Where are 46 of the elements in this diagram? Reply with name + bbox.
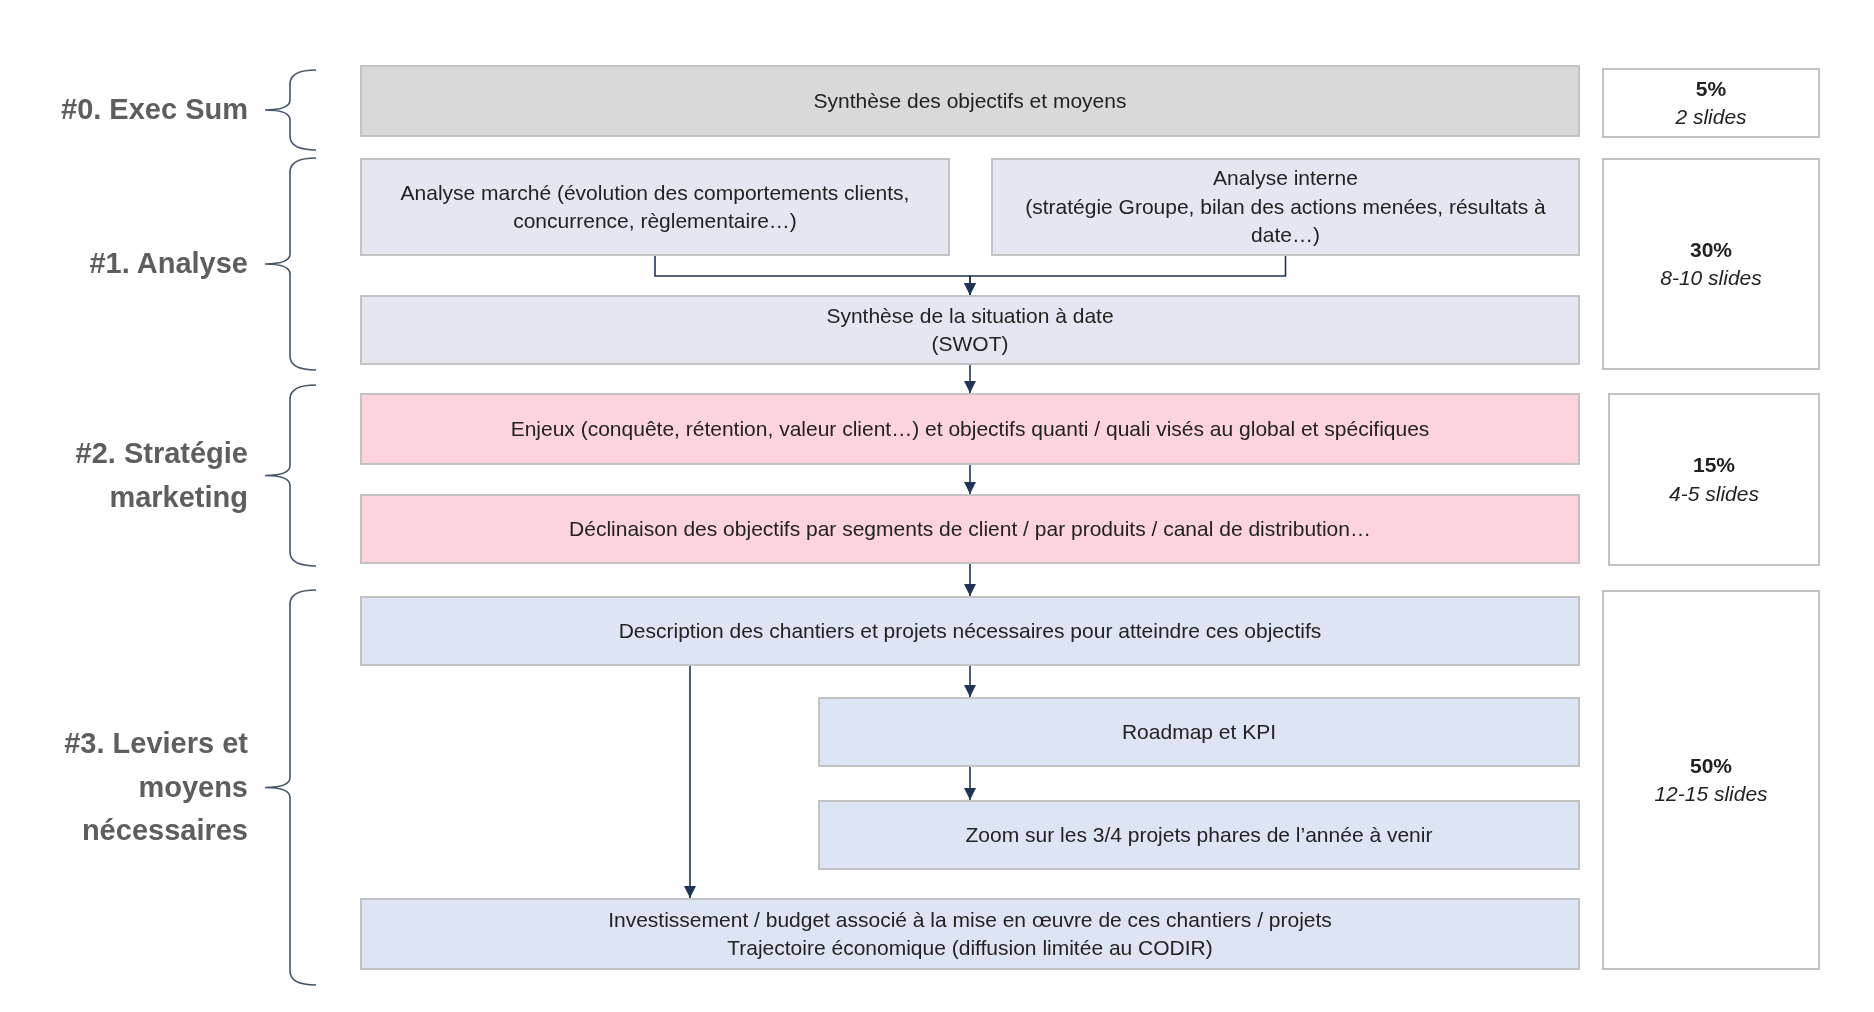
box-text: Analyse marché (évolution des comportements clients, concurrence, règlementaire…) <box>399 179 911 234</box>
process-box <box>360 898 1580 970</box>
process-box <box>360 158 950 256</box>
process-box <box>360 596 1580 666</box>
section-label: #2. Stratégie marketing <box>74 436 248 515</box>
box-text: Trajectoire économique (diffusion limitée au CODIR) <box>727 935 1213 961</box>
box-text: Synthèse des objectifs et moyens <box>813 87 1127 114</box>
box-text: (stratégie Groupe, bilan des actions menées, résultats à date…) <box>1024 193 1547 249</box>
section-label: #3. Leviers et moyens nécessaires <box>63 726 248 849</box>
section-label: #1. Analyse <box>88 246 248 282</box>
box-text: Enjeux (conquête, rétention, valeur client…) et objectifs quanti / quali visés au global et spécifiques <box>510 415 1430 442</box>
arrow <box>964 364 976 394</box>
box-text: Synthèse de la situation à date <box>826 302 1114 329</box>
percentage-text: 15% <box>1693 452 1735 479</box>
arrow <box>964 766 976 801</box>
process-box <box>360 295 1580 365</box>
percentage-text: 5% <box>1695 75 1727 102</box>
arrow <box>964 255 1287 296</box>
percentage-text: 30% <box>1690 236 1732 263</box>
process-box <box>360 65 1580 137</box>
process-box <box>818 697 1580 767</box>
arrow <box>964 665 976 698</box>
arrow <box>964 563 976 597</box>
box-text: Description des chantiers et projets nécessaires pour atteindre ces objectifs <box>618 617 1322 644</box>
slide-count-text: 12-15 slides <box>1654 781 1768 807</box>
box-text: Analyse interne <box>1213 165 1358 192</box>
arrow <box>964 464 976 495</box>
slide-share-box <box>1602 158 1820 370</box>
box-text: Zoom sur les 3/4 projets phares de l’année à venir <box>965 821 1433 848</box>
process-box <box>360 393 1580 465</box>
process-box <box>360 494 1580 564</box>
box-text: (SWOT) <box>931 331 1009 357</box>
box-text: Déclinaison des objectifs par segments de client / par produits / canal de distribution… <box>569 515 1371 542</box>
process-box <box>991 158 1580 256</box>
box-text: Roadmap et KPI <box>1121 718 1277 745</box>
slide-share-box <box>1602 68 1820 138</box>
process-box <box>818 800 1580 870</box>
slide-count-text: 8-10 slides <box>1660 265 1762 291</box>
arrow <box>684 665 696 899</box>
slide-share-box <box>1608 393 1820 566</box>
percentage-text: 50% <box>1690 752 1732 779</box>
box-text: Investissement / budget associé à la mise en œuvre de ces chantiers / projets <box>608 906 1332 933</box>
slide-share-box <box>1602 590 1820 970</box>
slide-count-text: 4-5 slides <box>1669 480 1759 507</box>
section-label: #0. Exec Sum <box>60 92 248 128</box>
slide-count-text: 2 slides <box>1675 104 1747 130</box>
